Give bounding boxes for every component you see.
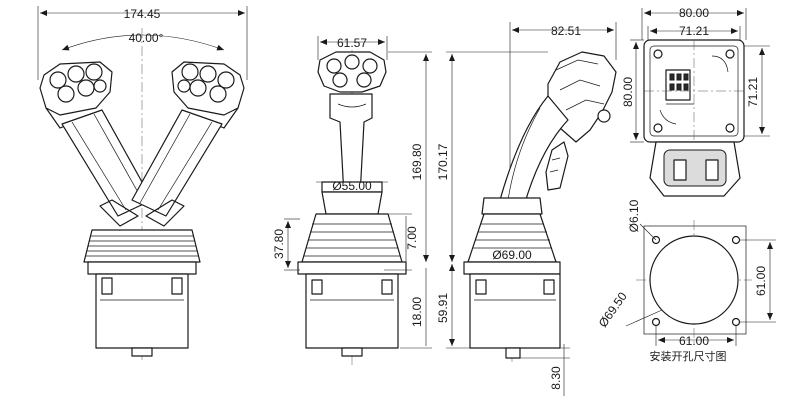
left-handle — [39, 61, 153, 227]
side-view-1: 61.57 Ø55.00 37.80 — [272, 36, 432, 365]
front-body — [95, 273, 189, 357]
right-handle — [131, 61, 245, 227]
dim-top-height-inner: 71.21 — [746, 77, 760, 107]
dim-front-angle: 40.00° — [129, 31, 164, 45]
dim-top-width-inner: 71.21 — [679, 24, 709, 38]
side-view-2: 82.51 170.17 59.91 Ø69.00 — [436, 22, 617, 396]
front-boot — [83, 229, 201, 275]
dim-side1-width: 61.57 — [337, 36, 367, 50]
dim-hole-spacing-v: 61.00 — [754, 266, 768, 296]
dim-bottom-depth: 8.30 — [549, 366, 563, 390]
cutout-caption: 安装开孔尺寸图 — [650, 349, 727, 363]
dim-top-height-outer: 80.00 — [621, 77, 635, 107]
dim-side1-height: 169.80 — [410, 143, 424, 180]
dim-boot-height: 37.80 — [272, 229, 286, 259]
dim-top-width-outer: 80.00 — [679, 6, 709, 20]
dim-shaft-dia: Ø55.00 — [332, 179, 372, 193]
front-view: 174.45 40.00° — [37, 6, 248, 360]
dim-side2-body: 59.91 — [436, 293, 450, 323]
dim-side1-base: 18.00 — [410, 297, 424, 327]
dim-base-dia: Ø69.00 — [492, 248, 532, 262]
dim-cutout-dia: Ø69.50 — [596, 289, 630, 330]
cutout-view: Ø6.10 Ø69.50 61.00 61.00 安装开孔尺寸图 — [596, 199, 776, 363]
dim-front-width: 174.45 — [124, 7, 161, 21]
dim-side2-height: 170.17 — [436, 143, 450, 180]
dim-hole-dia: Ø6.10 — [627, 199, 641, 232]
dim-hole-spacing-h: 61.00 — [679, 334, 709, 348]
dim-side2-width: 82.51 — [551, 24, 581, 38]
dim-side1-offset: 7.00 — [405, 226, 419, 250]
top-view: 80.00 71.21 80.00 71.21 — [621, 6, 770, 197]
